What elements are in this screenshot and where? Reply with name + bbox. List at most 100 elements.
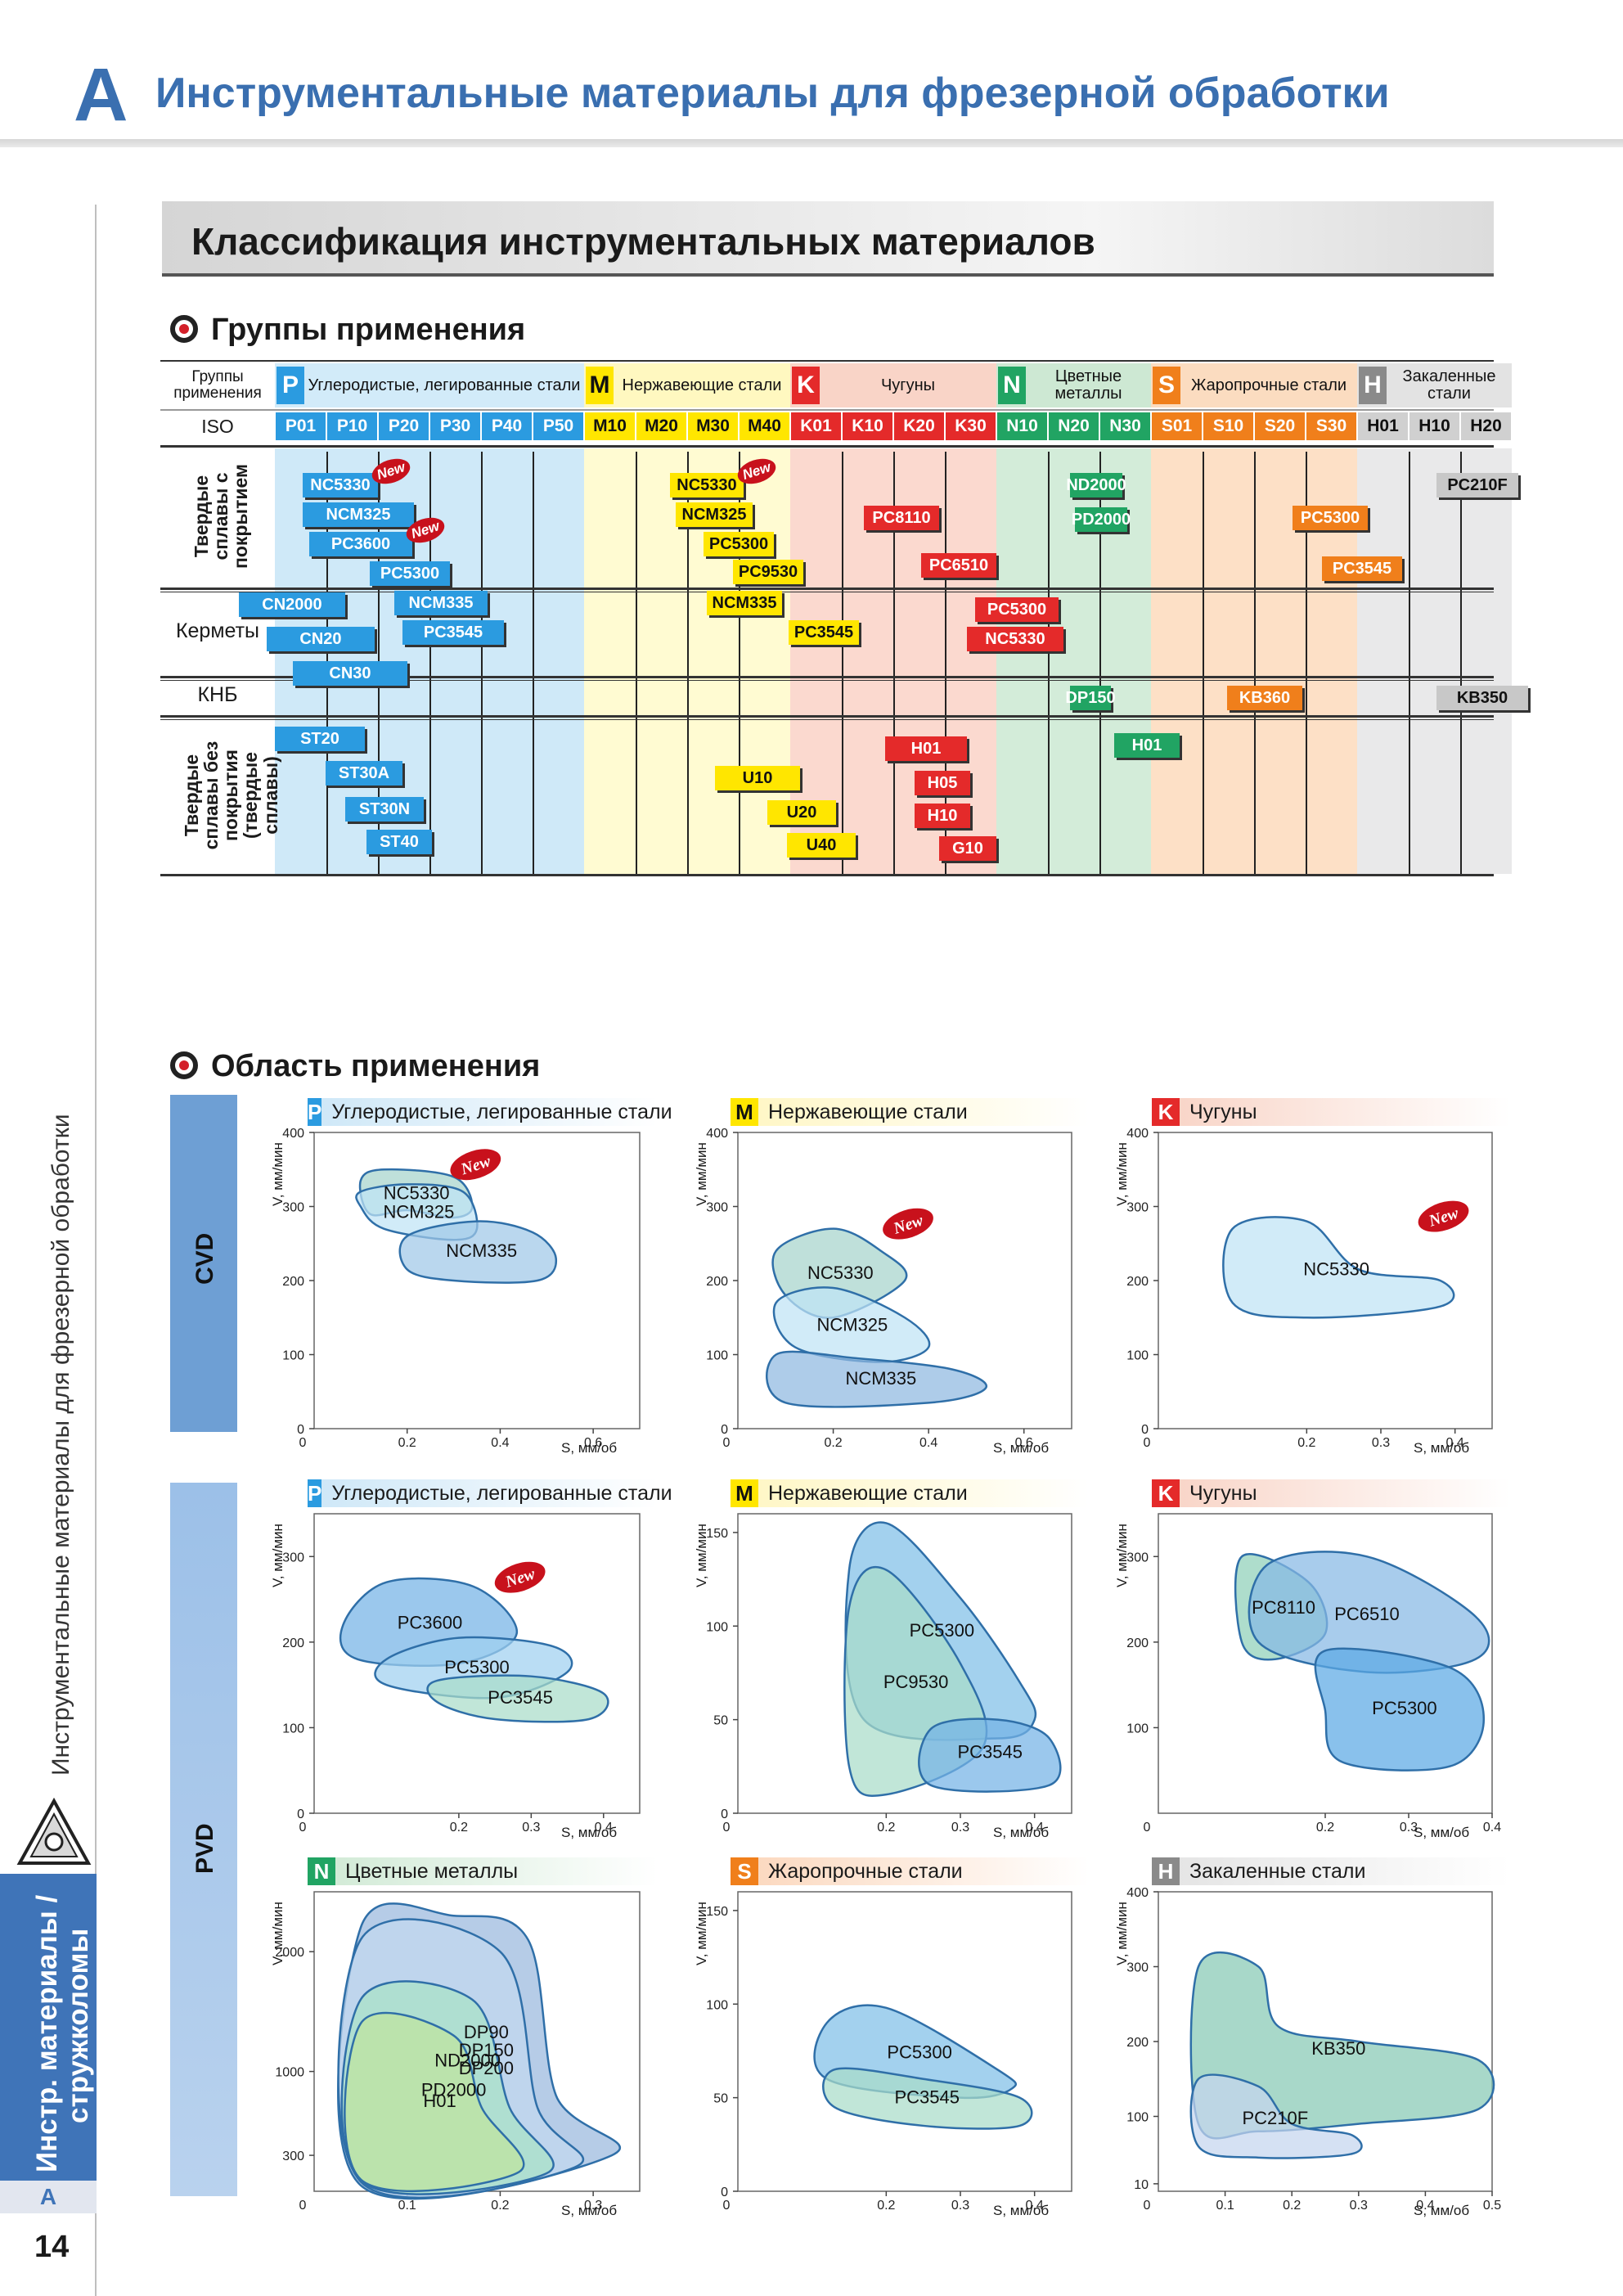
- grade-badge: ST20: [275, 727, 365, 751]
- bullet-icon: [170, 1051, 198, 1079]
- side-tab[interactable]: [0, 1874, 97, 2181]
- page-number: 14: [34, 2230, 70, 2264]
- origin-label: 0: [299, 2199, 307, 2213]
- iso-grid-line: [945, 452, 946, 874]
- region-pc6510: [1248, 1551, 1490, 1674]
- table-top-rule: [160, 360, 1494, 362]
- y-tick-label: 300: [282, 1201, 304, 1215]
- group-letter-p: P: [276, 367, 304, 404]
- region-label: NC5330: [1303, 1258, 1369, 1279]
- y-tick-label: 300: [282, 1551, 304, 1564]
- region-label: PC210F: [1242, 2108, 1308, 2128]
- region-label: DP90: [464, 2022, 509, 2042]
- header-rule: [0, 139, 1623, 147]
- chart-group-letter: S: [731, 1857, 758, 1885]
- y-tick-label: 200: [1126, 1275, 1149, 1289]
- origin-label: 0: [723, 1436, 731, 1450]
- row-header-label: Группы применения: [173, 368, 262, 402]
- x-tick-label: 0.2: [1297, 1436, 1315, 1450]
- y-tick-label: 400: [1126, 1886, 1149, 1900]
- iso-grid-line: [1254, 452, 1256, 874]
- y-tick-label: 150: [706, 1905, 728, 1919]
- iso-grid-line: [739, 452, 740, 874]
- region-label: PD2000: [421, 2079, 487, 2100]
- y-tick-label: 2000: [275, 1946, 304, 1960]
- origin-label: 0: [1144, 2199, 1151, 2213]
- y-tick-label: 400: [706, 1127, 728, 1141]
- area-title: Область применения: [211, 1049, 541, 1083]
- origin-label: 0: [1144, 1821, 1151, 1835]
- region-label: KB350: [1311, 2038, 1365, 2059]
- origin-label: 0: [723, 1821, 731, 1835]
- group-letter-m: M: [586, 367, 614, 404]
- y-tick-label: 100: [706, 1620, 728, 1634]
- region-ncm325: [772, 1286, 931, 1363]
- grade-badge: PC3545: [789, 620, 859, 645]
- x-tick-label: 0.4: [1026, 2199, 1044, 2213]
- origin-label: 0: [723, 2199, 731, 2213]
- iso-code: M30: [688, 412, 738, 440]
- x-tick-label: 0.1: [398, 2199, 416, 2213]
- chart-title: Углеродистые, легированные стали: [331, 1481, 672, 1505]
- region-label: NCM335: [845, 1368, 916, 1389]
- region-label: NC5330: [807, 1263, 874, 1283]
- grade-badge: DP150: [1065, 686, 1116, 710]
- region-label: NCM335: [446, 1240, 517, 1261]
- table-bottom-rule: [160, 874, 1494, 876]
- grade-badge: CN30: [293, 661, 407, 686]
- grade-badge: PD2000: [1072, 507, 1131, 532]
- grade-badge: ND2000: [1066, 473, 1126, 497]
- y-tick-label: 1000: [275, 2066, 304, 2080]
- x-tick-label: 0.4: [595, 1821, 613, 1835]
- group-name-p: Углеродистые, легированные стали: [308, 376, 581, 394]
- y-tick-label: 50: [713, 1714, 728, 1728]
- y-tick-label: 100: [1126, 2111, 1149, 2125]
- iso-grid-line: [1048, 452, 1050, 874]
- y-tick-label: 100: [706, 1998, 728, 2012]
- iso-grid-line: [893, 452, 895, 874]
- region-label: PC9530: [883, 1672, 949, 1692]
- iso-code: H10: [1409, 412, 1459, 440]
- region-pc5300: [1314, 1647, 1486, 1772]
- iso-grid-line: [1460, 452, 1462, 874]
- x-tick-label: 0.6: [1015, 1436, 1033, 1450]
- x-tick-label: 0.2: [877, 2199, 895, 2213]
- chart-title: Нержавеющие стали: [768, 1100, 968, 1123]
- grade-badge: G10: [939, 836, 996, 861]
- group-header-bg: [790, 363, 996, 407]
- region-label: PC6510: [1334, 1604, 1400, 1624]
- y-tick-label: 0: [297, 1423, 304, 1437]
- grade-badge: ST30N: [345, 797, 424, 822]
- chart-group-letter: K: [1152, 1098, 1180, 1126]
- grade-badge: H01: [1114, 733, 1180, 758]
- group-column-bg: [1357, 448, 1512, 874]
- region-label: DP150: [459, 2040, 514, 2060]
- chart-title: Углеродистые, легированные стали: [331, 1100, 672, 1123]
- table-rule: [160, 409, 1494, 411]
- region-pc210f: [1189, 2073, 1363, 2159]
- section-bar: [162, 201, 1494, 277]
- x-axis-label: S, мм/об: [993, 1825, 1050, 1840]
- y-tick-label: 100: [282, 1722, 304, 1736]
- table-rule: [160, 719, 1494, 720]
- x-tick-label: 0.4: [919, 1436, 937, 1450]
- x-tick-label: 0.2: [824, 1436, 842, 1450]
- iso-code: M20: [636, 412, 686, 440]
- group-name-s: Жаропрочные стали: [1190, 376, 1347, 394]
- side-strip: [0, 205, 97, 2296]
- iso-grid-line: [1306, 452, 1307, 874]
- y-tick-label: 200: [706, 1275, 728, 1289]
- region-nc5330: [1222, 1216, 1455, 1319]
- iso-code: S20: [1255, 412, 1305, 440]
- y-tick-label: 0: [297, 1808, 304, 1821]
- y-tick-label: 300: [282, 2150, 304, 2163]
- y-tick-label: 300: [706, 1201, 728, 1215]
